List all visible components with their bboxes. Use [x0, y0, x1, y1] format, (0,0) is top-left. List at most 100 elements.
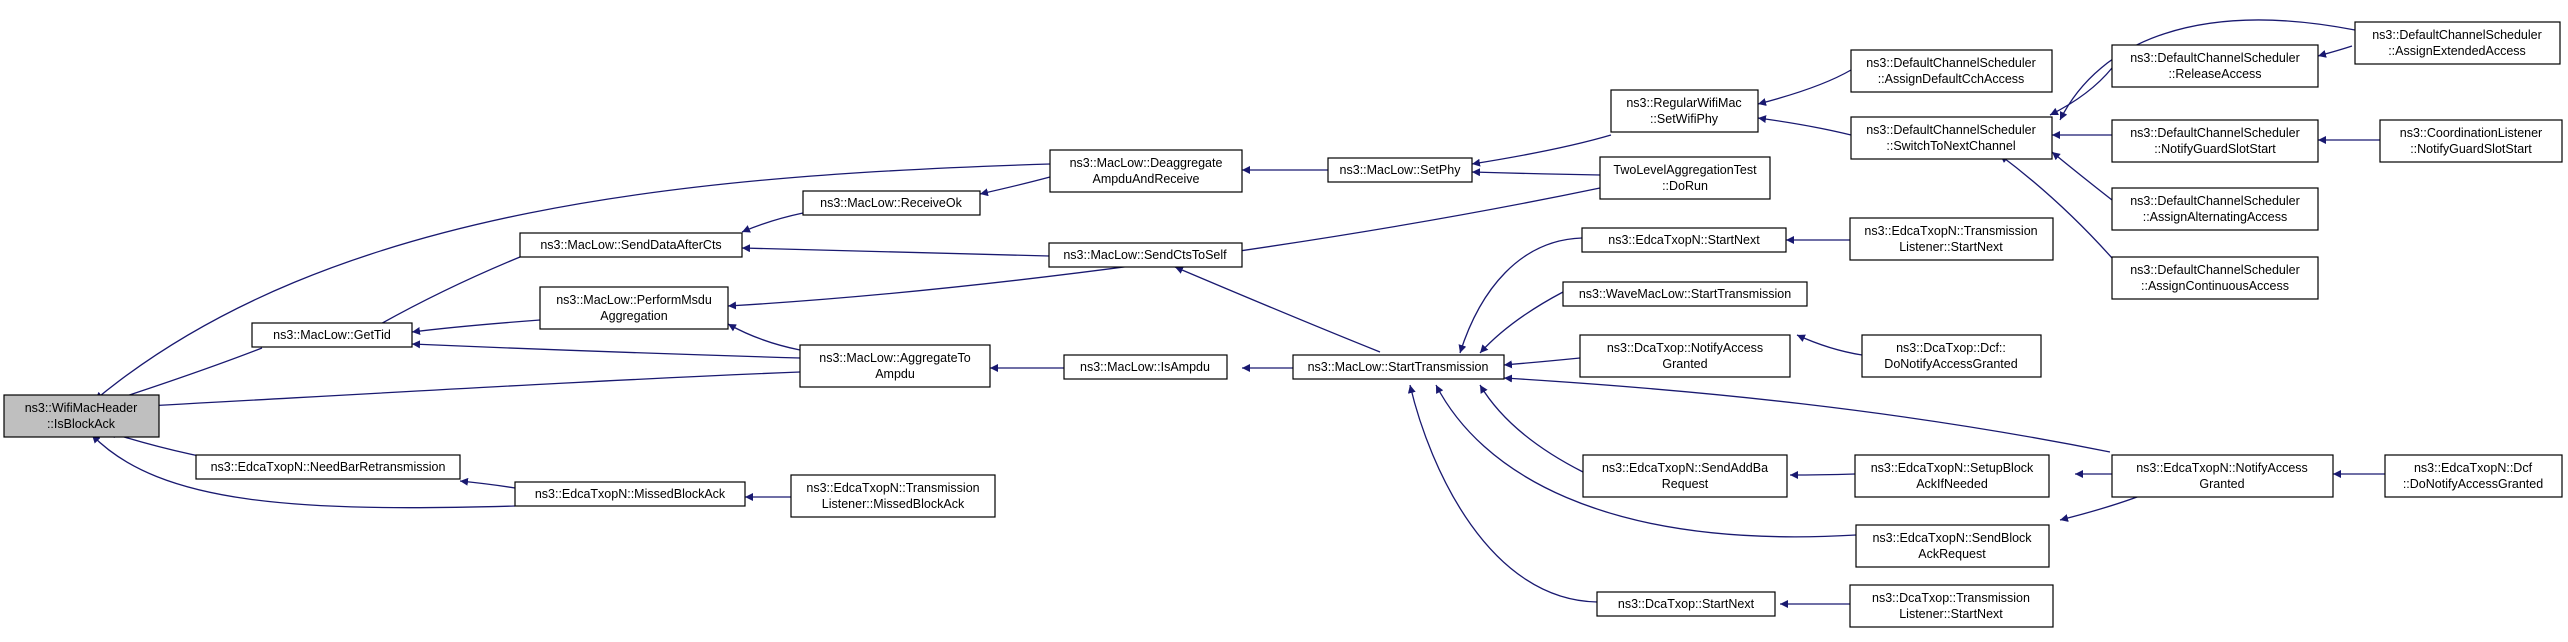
node-maclow-senddataaftercts[interactable]: ns3::MacLow::SendDataAfterCts: [519, 232, 743, 258]
node-wifimacheader-isblockack[interactable]: ns3::WifiMacHeader ::IsBlockAck: [3, 394, 160, 438]
edge-senddata-gettid: [369, 256, 521, 331]
node-label: ns3::DefaultChannelScheduler: [1866, 123, 2036, 137]
node-label: Aggregation: [600, 309, 667, 323]
node-label: ns3::MacLow::PerformMsdu: [556, 293, 712, 307]
edge-performmsdu-gettid: [411, 319, 541, 335]
node-label: ::AssignContinuousAccess: [2141, 279, 2289, 293]
node-label: ns3::DefaultChannelScheduler: [2130, 263, 2300, 277]
node-maclow-setphy[interactable]: ns3::MacLow::SetPhy: [1327, 157, 1473, 183]
edge-aggregateto-performmsdu: [727, 323, 801, 351]
edge-deaggregate-receiveok: [979, 176, 1051, 197]
node-edcatxopn-transmissionlistener-startnext[interactable]: ns3::EdcaTxopN::Transmission Listener::S…: [1849, 217, 2054, 261]
edge-edcanotify-startxmit: [1503, 374, 2111, 453]
node-label: ns3::DcaTxop::Dcf::: [1896, 341, 2006, 355]
node-defaultchannelscheduler-assignalternatingaccess[interactable]: ns3::DefaultChannelScheduler ::AssignAlt…: [2111, 187, 2319, 231]
node-label: ::NotifyGuardSlotStart: [2154, 142, 2276, 156]
node-label: AckRequest: [1918, 547, 1986, 561]
node-label: ::DoNotifyAccessGranted: [2403, 477, 2543, 491]
edge-missedblockack-isblockack: [91, 434, 516, 509]
node-maclow-sendctstoself[interactable]: ns3::MacLow::SendCtsToSelf: [1048, 242, 1243, 268]
edge-deaggregate-isblockack: [94, 163, 1051, 401]
node-wavemaclow-starttransmission[interactable]: ns3::WaveMacLow::StartTransmission: [1562, 281, 1808, 307]
node-defaultchannelscheduler-switchtonextchannel[interactable]: ns3::DefaultChannelScheduler ::SwitchToN…: [1850, 116, 2053, 160]
node-label: ns3::EdcaTxopN::SetupBlock: [1871, 461, 2034, 475]
node-defaultchannelscheduler-notifyguardslotstart[interactable]: ns3::DefaultChannelScheduler ::NotifyGua…: [2111, 119, 2319, 163]
node-label: TwoLevelAggregationTest: [1613, 163, 1757, 177]
node-edcatxopn-sendaddbarequest[interactable]: ns3::EdcaTxopN::SendAddBa Request: [1582, 454, 1788, 498]
node-dcatxop-notifyaccessgranted[interactable]: ns3::DcaTxop::NotifyAccess Granted: [1579, 334, 1791, 378]
node-defaultchannelscheduler-assignextendedaccess[interactable]: ns3::DefaultChannelScheduler ::AssignExt…: [2354, 21, 2561, 65]
edge-dcanotify-startxmit: [1503, 357, 1581, 369]
node-dcatxop-dcf-donotifyaccessgranted[interactable]: ns3::DcaTxop::Dcf:: DoNotifyAccessGrante…: [1861, 334, 2042, 378]
node-label: ns3::DcaTxop::NotifyAccess: [1607, 341, 1763, 355]
node-dcatxop-startnext[interactable]: ns3::DcaTxop::StartNext: [1596, 591, 1776, 617]
node-label: ns3::EdcaTxopN::MissedBlockAck: [535, 487, 726, 501]
node-maclow-starttransmission[interactable]: ns3::MacLow::StartTransmission: [1292, 354, 1505, 380]
edge-switchtonext-setwifiphy: [1757, 115, 1852, 136]
edge-assignalternating-switchtonext: [2051, 151, 2113, 201]
node-maclow-gettid[interactable]: ns3::MacLow::GetTid: [251, 322, 413, 348]
edge-aggregateto-gettid: [411, 340, 801, 359]
node-dcatxop-transmissionlistener-startnext[interactable]: ns3::DcaTxop::Transmission Listener::Sta…: [1849, 584, 2054, 628]
node-edcatxopn-transmissionlistener-missedblockack[interactable]: ns3::EdcaTxopN::Transmission Listener::M…: [790, 474, 996, 518]
node-label: ::SetWifiPhy: [1650, 112, 1719, 126]
node-label: ns3::DcaTxop::Transmission: [1872, 591, 2030, 605]
node-label: ns3::CoordinationListener: [2400, 126, 2542, 140]
edge-startnext-startxmit: [1458, 237, 1583, 354]
node-label: ::NotifyGuardSlotStart: [2410, 142, 2532, 156]
node-label: Request: [1662, 477, 1709, 491]
node-label: ns3::EdcaTxopN::Transmission: [806, 481, 979, 495]
edge-setupblock-sendaddba: [1789, 470, 1856, 479]
node-label: ns3::RegularWifiMac: [1626, 96, 1741, 110]
edge-twolevel-setphy: [1471, 168, 1601, 177]
node-label: Ampdu: [875, 367, 915, 381]
node-label: ns3::EdcaTxopN::SendAddBa: [1602, 461, 1768, 475]
node-label: Listener::StartNext: [1899, 240, 2003, 254]
node-label: ns3::MacLow::SetPhy: [1340, 163, 1462, 177]
node-edcatxopn-dcf-donotifyaccessgranted[interactable]: ns3::EdcaTxopN::Dcf ::DoNotifyAccessGran…: [2384, 454, 2563, 498]
node-maclow-aggregatetoampdu[interactable]: ns3::MacLow::AggregateTo Ampdu: [799, 344, 991, 388]
node-label: ns3::DcaTxop::StartNext: [1618, 597, 1755, 611]
node-label: ::DoRun: [1662, 179, 1708, 193]
edge-receiveok-senddata: [741, 212, 804, 233]
node-layer: ns3::WifiMacHeader ::IsBlockAck ns3::Mac…: [3, 21, 2563, 628]
node-coordinationlistener-notifyguardslotstart[interactable]: ns3::CoordinationListener ::NotifyGuardS…: [2379, 119, 2563, 163]
node-maclow-isampdu[interactable]: ns3::MacLow::IsAmpdu: [1063, 354, 1228, 380]
node-defaultchannelscheduler-releaseaccess[interactable]: ns3::DefaultChannelScheduler ::ReleaseAc…: [2111, 44, 2319, 88]
node-label: ns3::MacLow::IsAmpdu: [1080, 360, 1210, 374]
node-twolevelaggregationtest-dorun[interactable]: TwoLevelAggregationTest ::DoRun: [1599, 156, 1771, 200]
node-edcatxopn-sendblockackrequest[interactable]: ns3::EdcaTxopN::SendBlock AckRequest: [1855, 524, 2050, 568]
node-label: ns3::DefaultChannelScheduler: [2130, 51, 2300, 65]
node-regularwifimac-setwifiphy[interactable]: ns3::RegularWifiMac ::SetWifiPhy: [1610, 89, 1759, 133]
edge-gettid-isblockack: [107, 347, 263, 404]
node-edcatxopn-startnext[interactable]: ns3::EdcaTxopN::StartNext: [1581, 227, 1787, 253]
node-defaultchannelscheduler-assigndefaultcchaccess[interactable]: ns3::DefaultChannelScheduler ::AssignDef…: [1850, 49, 2053, 93]
edge-dcastartnext-startxmit: [1407, 384, 1598, 603]
node-edcatxopn-needbarretransmission[interactable]: ns3::EdcaTxopN::NeedBarRetransmission: [195, 454, 461, 480]
node-edcatxopn-notifyaccessgranted[interactable]: ns3::EdcaTxopN::NotifyAccess Granted: [2111, 454, 2334, 498]
node-label: ns3::EdcaTxopN::StartNext: [1608, 233, 1760, 247]
node-label: ns3::EdcaTxopN::Transmission: [1864, 224, 2037, 238]
node-label: DoNotifyAccessGranted: [1884, 357, 2017, 371]
node-label: ns3::DefaultChannelScheduler: [2130, 194, 2300, 208]
node-edcatxopn-setupblockackifneeded[interactable]: ns3::EdcaTxopN::SetupBlock AckIfNeeded: [1854, 454, 2050, 498]
node-maclow-performmsduaggregation[interactable]: ns3::MacLow::PerformMsdu Aggregation: [539, 286, 729, 330]
node-label: ns3::EdcaTxopN::NotifyAccess: [2136, 461, 2308, 475]
edge-assigncontinuous-switchtonext: [1999, 154, 2113, 259]
edge-sendblockack-startxmit: [1435, 384, 1857, 538]
node-label: ns3::DefaultChannelScheduler: [2130, 126, 2300, 140]
edge-sendctstoself-senddata: [741, 244, 1050, 257]
node-label: ns3::WifiMacHeader: [25, 401, 138, 415]
node-maclow-receiveok[interactable]: ns3::MacLow::ReceiveOk: [802, 190, 981, 216]
edge-assigndefault-setwifiphy: [1757, 69, 1852, 106]
edge-dcfdonotify-dcanotify: [1796, 334, 1863, 356]
edge-assignextended-switchtonext: [2059, 19, 2356, 121]
node-defaultchannelscheduler-assigncontinuousaccess[interactable]: ns3::DefaultChannelScheduler ::AssignCon…: [2111, 256, 2319, 300]
node-edcatxopn-missedblockack[interactable]: ns3::EdcaTxopN::MissedBlockAck: [514, 481, 746, 507]
node-label: ns3::MacLow::AggregateTo: [819, 351, 971, 365]
node-maclow-deaggregateampduandreceive[interactable]: ns3::MacLow::Deaggregate AmpduAndReceive: [1049, 149, 1243, 193]
node-label: ns3::EdcaTxopN::NeedBarRetransmission: [211, 460, 446, 474]
node-label: ns3::MacLow::StartTransmission: [1308, 360, 1489, 374]
